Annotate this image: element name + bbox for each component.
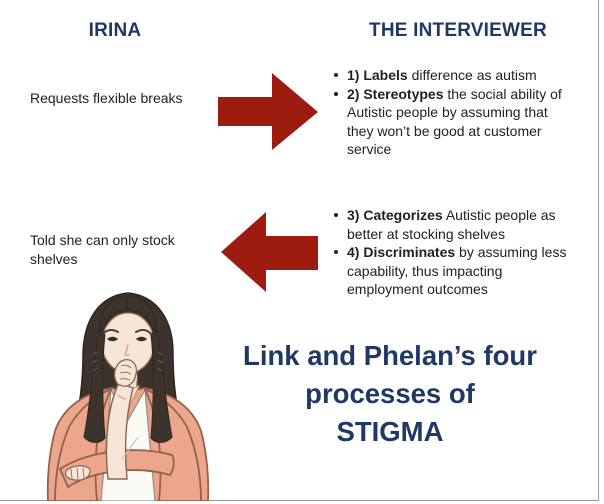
list-item: 1) Labels difference as autism (332, 66, 570, 85)
left-statement-2: Told she can only stock shelves (30, 232, 175, 267)
list-item: 3) Categorizes Autistic people as better… (332, 206, 570, 243)
bullet-dot (334, 213, 338, 217)
arrow-left-icon (221, 212, 318, 292)
main-title-line2: processes of (305, 378, 475, 409)
bullet-rest-text: difference as autism (407, 67, 537, 83)
bullet-bold-text: 4) Discriminates (347, 244, 456, 261)
main-title: Link and Phelan’s four processes of STIG… (228, 337, 552, 451)
bullet-dot (334, 91, 338, 96)
bullet-rest-text: the social ability of Autistic people by… (347, 85, 562, 158)
bullet-rest-text: Autistic people as better at stocking sh… (347, 207, 556, 242)
main-title-line1: Link and Phelan’s four (243, 340, 537, 371)
slide-bottom-border (0, 500, 599, 501)
right-column-heading: THE INTERVIEWER (369, 20, 547, 41)
arrow-right-icon (218, 73, 318, 150)
bullet-bold-text: 1) Labels (347, 67, 408, 83)
bullet-dot (334, 250, 338, 255)
bullet-list-top: 1) Labels difference as autism 2) Stereo… (332, 66, 570, 159)
left-statement-1: Requests flexible breaks (30, 90, 183, 106)
slide-right-border (598, 0, 599, 501)
thinking-woman-illustration (46, 292, 210, 501)
list-item: 2) Stereotypes the social ability of Aut… (332, 85, 570, 159)
bullet-list-bottom: 3) Categorizes Autistic people as better… (332, 206, 570, 299)
bullet-dot (334, 73, 338, 77)
list-item: 4) Discriminates by assuming less capabi… (332, 243, 570, 299)
bullet-bold-text: 3) Categorizes (347, 207, 443, 223)
bullet-rest-text: by assuming less capability, thus impact… (347, 244, 567, 298)
left-column-heading: IRINA (88, 20, 142, 41)
bullet-bold-text: 2) Stereotypes (347, 85, 444, 102)
main-title-line3: STIGMA (336, 416, 444, 447)
